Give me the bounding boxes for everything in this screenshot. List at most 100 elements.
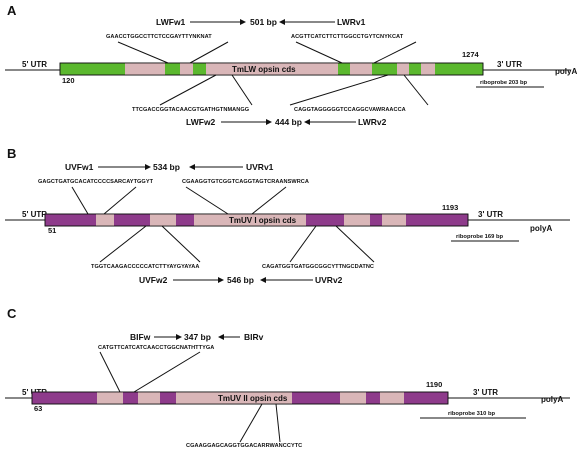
panel-b-fw1-arrowhead	[145, 164, 151, 170]
panel-a-riboprobe-label: riboprobe 203 bp	[480, 80, 527, 86]
panel-c-segment-3	[176, 392, 292, 404]
panel-c-segment-5	[380, 392, 404, 404]
panel-a-utr3: 3' UTR	[497, 60, 522, 69]
panel-a-segment-5	[397, 63, 409, 75]
panel-c-product: 347 bp	[184, 332, 211, 342]
panel-b-rv1-seq: CGAAGGTGTCGGTCAGGTAGTCRAANSWRCA	[182, 179, 309, 185]
panel-c-letter: C	[7, 306, 17, 321]
panel-b-rv1-arrowhead	[189, 164, 195, 170]
panel-a-rv2-seq: CAGGTAGGGGGTCCAGGCVAWRAACCA	[294, 107, 406, 113]
panel-b-bar-frame	[44, 213, 469, 227]
panel-b-fw2-seq: TGGTCAAGACCCCCATCTTYAYGYAYAA	[91, 264, 199, 270]
panel-a-conn-3	[295, 41, 343, 64]
panel-c-riboprobe-label: riboprobe 310 bp	[448, 411, 495, 417]
panel-c-rv-name: BIRv	[244, 332, 264, 342]
panel-c-fw-name: BIFw	[130, 332, 151, 342]
panel-a-conn-5	[159, 74, 217, 106]
panel-b-fw2-arrowhead	[218, 277, 224, 283]
panel-c-conn-2	[133, 351, 201, 393]
panel-b-conn-6	[161, 225, 201, 263]
panel-b-start: 51	[48, 226, 56, 235]
panel-c-bar-frame	[31, 391, 449, 405]
panel-b-conn-5	[99, 225, 147, 263]
panel-b-segment-2	[150, 214, 176, 226]
panel-a-fw1-arrowhead	[240, 19, 246, 25]
panel-c-cds-label: TmUV II opsin cds	[218, 394, 288, 403]
panel-b-utr3: 3' UTR	[478, 210, 503, 219]
panel-a-fw2-seq: TTCGACCGGTACAACGTGATHGTNMANGG	[132, 107, 249, 113]
panel-b-rv2-name: UVRv2	[315, 275, 343, 285]
panel-a-fw1-seq: GAACCTGGCCTTCTCCGAYTTYNKNAT	[106, 34, 212, 40]
panel-b-rv2-arrowhead	[260, 277, 266, 283]
panel-b-conn-4	[251, 186, 287, 215]
panel-b-riboprobe-label: riboprobe 169 bp	[456, 234, 503, 240]
panel-a-conn-7	[289, 74, 389, 106]
panel-b-segment-1	[96, 214, 114, 226]
panel-b-letter: B	[7, 146, 16, 161]
panel-a-end: 1274	[462, 50, 480, 59]
panel-a-utr5: 5' UTR	[22, 60, 47, 69]
panel-a-segment-1	[125, 63, 165, 75]
panel-c-conn-4	[275, 403, 281, 443]
panel-b-rv2-seq: CAGATGGTGATGGCGGCYTTNGCDATNC	[262, 264, 374, 270]
panel-b-conn-1	[71, 186, 89, 215]
panel-b-segment-3	[194, 214, 306, 226]
panel-b-fw1-name: UVFw1	[65, 162, 94, 172]
panel-a-bar-frame	[59, 62, 484, 76]
panel-b-cds-label: TmUV I opsin cds	[229, 216, 297, 225]
panel-b-fw2-name: UVFw2	[139, 275, 168, 285]
panel-c-start: 63	[34, 404, 42, 413]
panel-c: C BIFw 347 bp BIRv CATGTTCATCATCAACCTGGC…	[5, 306, 570, 449]
panel-b-segment-4	[344, 214, 370, 226]
panel-a: A LWFw1 501 bp LWRv1 GAACCTGGCCTTCTCCGAY…	[5, 3, 577, 127]
panel-a-rv1-arrowhead	[279, 19, 285, 25]
panel-a-start: 120	[62, 76, 75, 85]
panel-a-rv2-name: LWRv2	[358, 117, 387, 127]
panel-c-segment-1	[97, 392, 123, 404]
panel-c-conn-1	[99, 351, 121, 393]
panel-b: B UVFw1 534 bp UVRv1 GAGCTGATGCACATCCCCS…	[5, 146, 570, 285]
panel-b-end: 1193	[442, 203, 458, 212]
panel-a-segment-2	[180, 63, 193, 75]
panel-a-product2: 444 bp	[275, 117, 302, 127]
panel-a-segment-6	[421, 63, 435, 75]
panel-c-utr3: 3' UTR	[473, 388, 498, 397]
panel-a-conn-1	[117, 41, 169, 64]
panel-b-conn-8	[335, 225, 375, 263]
panel-a-fw2-name: LWFw2	[186, 117, 216, 127]
panel-b-rv1-name: UVRv1	[246, 162, 274, 172]
panel-a-rv1-name: LWRv1	[337, 17, 366, 27]
panel-c-conn-3	[239, 403, 263, 443]
panel-a-letter: A	[7, 3, 17, 18]
panel-b-conn-2	[103, 186, 137, 215]
panel-a-conn-8	[403, 74, 429, 106]
panel-a-rv1-seq: ACGTTCATCTTCTTGGCCTGYTCNYKCAT	[291, 34, 404, 40]
panel-a-segment-3	[206, 63, 338, 75]
panel-a-conn-6	[231, 74, 253, 106]
panel-a-product1: 501 bp	[250, 17, 277, 27]
panel-a-cds-label: TmLW opsin cds	[232, 65, 296, 74]
panel-b-conn-7	[289, 225, 317, 263]
panel-b-fw1-seq: GAGCTGATGCACATCCCCSARCAYTGGYT	[38, 179, 154, 185]
panel-c-fw-arrowhead	[176, 334, 182, 340]
panel-a-polya: polyA	[555, 67, 577, 76]
panel-b-product1: 534 bp	[153, 162, 180, 172]
panel-c-segment-2	[138, 392, 160, 404]
panel-b-polya: polyA	[530, 224, 552, 233]
panel-b-conn-3	[185, 186, 229, 215]
panel-c-segment-4	[340, 392, 366, 404]
panel-c-polya: polyA	[541, 395, 563, 404]
panel-b-segment-5	[382, 214, 406, 226]
panel-a-conn-2	[189, 41, 229, 64]
panel-c-fw-seq: CATGTTCATCATCAACCTGGCNATHTTYGA	[98, 345, 214, 351]
panel-a-fw1-name: LWFw1	[156, 17, 186, 27]
panel-a-conn-4	[373, 41, 417, 64]
panel-a-fw2-arrowhead	[266, 119, 272, 125]
panel-b-product2: 546 bp	[227, 275, 254, 285]
panel-a-segment-4	[350, 63, 372, 75]
panel-a-rv2-arrowhead	[304, 119, 310, 125]
panel-c-rv-arrowhead	[218, 334, 224, 340]
panel-c-end: 1190	[426, 380, 442, 389]
panel-c-rv-seq: CGAAGGAGCAGGTGGACARRWANCCYTC	[186, 443, 302, 449]
